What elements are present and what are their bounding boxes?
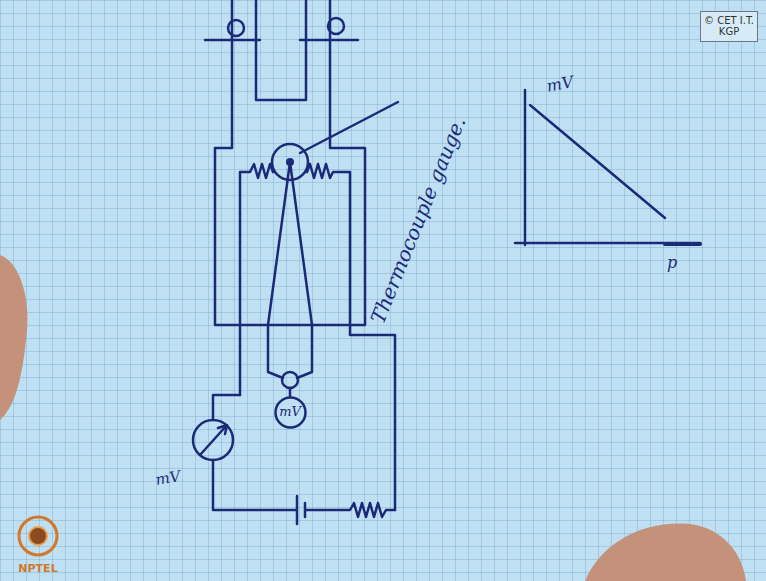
- watermark-box: © CET I.T. KGP: [700, 11, 758, 42]
- junction-symbol: [282, 372, 298, 388]
- ammeter-symbol: [193, 420, 233, 460]
- presenter-hand: [585, 524, 746, 581]
- logo-core: [29, 527, 47, 545]
- thermocouple-leads: [268, 162, 312, 378]
- watermark-text: © CET I.T. KGP: [701, 15, 757, 38]
- flange-line: [205, 39, 358, 42]
- graph-axes: [515, 90, 700, 245]
- tube-envelope: [215, 0, 365, 325]
- heater-wire: [307, 164, 395, 510]
- axis-label: mV: [154, 467, 182, 489]
- meter-label: mV: [279, 405, 301, 420]
- logo-ring: [19, 517, 57, 555]
- nptel-logo: [19, 517, 57, 555]
- meter-needle: [200, 425, 227, 455]
- circuit-wire: [213, 395, 240, 420]
- circuit-wire: [213, 460, 296, 510]
- leader-line: [300, 102, 398, 153]
- meter-ring: [275, 397, 305, 427]
- resistor-symbol: [305, 503, 395, 517]
- axis-label: p: [667, 253, 677, 272]
- pen-strokes: [193, 0, 700, 524]
- junction-dot: [286, 158, 294, 166]
- graph-curve: [530, 105, 665, 218]
- axis-label: mV: [545, 72, 575, 95]
- flange-clamp: [228, 20, 244, 36]
- meter-circle: mV: [274, 396, 307, 429]
- axis-mark: [665, 242, 700, 246]
- presenter-hand: [0, 255, 28, 420]
- gauge-title: Thermocouple gauge.: [366, 113, 471, 327]
- flange-clamp: [328, 18, 344, 34]
- tube-inner-wall: [256, 0, 306, 100]
- meter-lead: [289, 388, 292, 396]
- thermocouple-junction-ring: [272, 144, 308, 180]
- logo-text: NPTEL: [18, 562, 57, 575]
